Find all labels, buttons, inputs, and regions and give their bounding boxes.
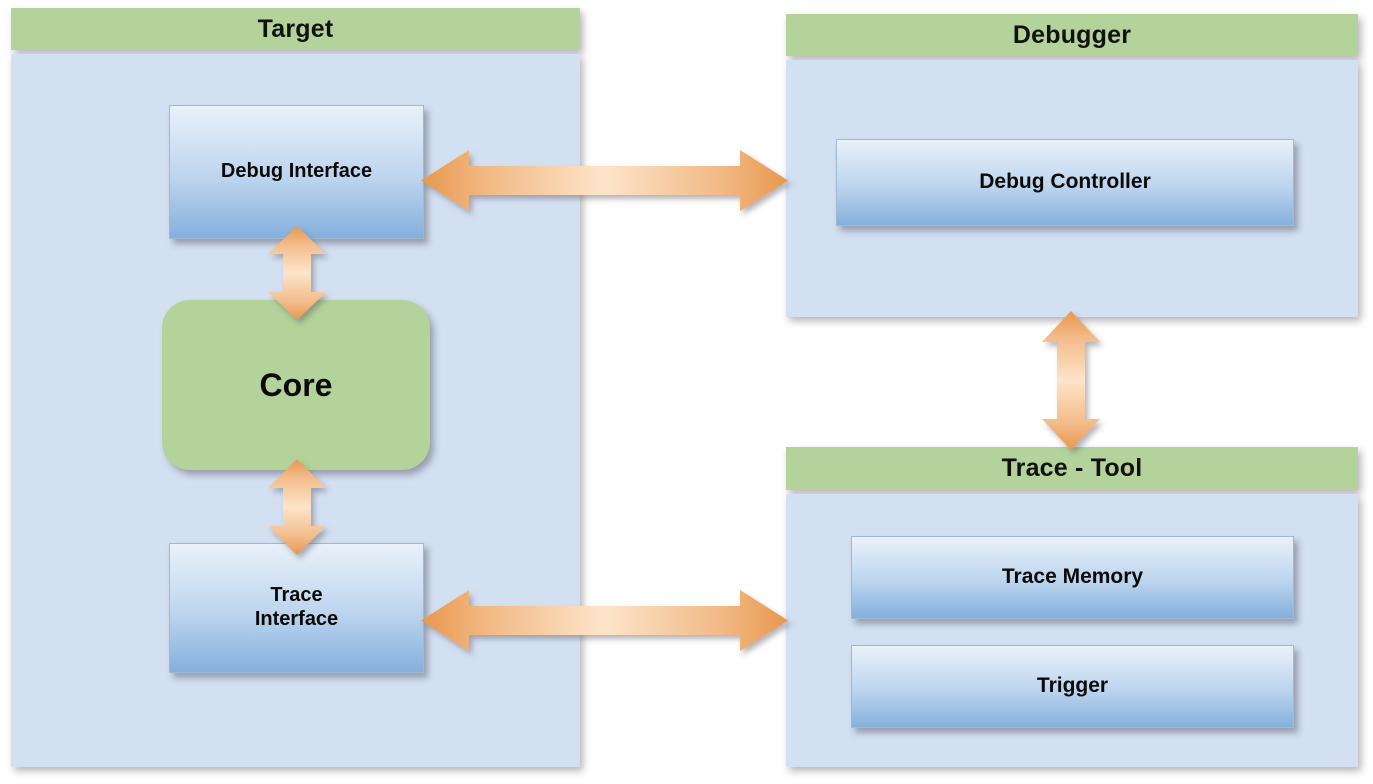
arrow-debug-interface-core[interactable] [266,226,328,320]
panel-debugger-header: Debugger [786,14,1358,56]
panel-trace-tool-header: Trace - Tool [786,447,1358,490]
double-arrow-vertical-icon [268,459,326,555]
node-core-label: Core [259,366,333,403]
arrow-debug-interface-debug-controller[interactable] [421,148,788,213]
panel-debugger-title: Debugger [1012,20,1132,49]
double-arrow-horizontal-icon [421,590,788,651]
node-trace-interface-label-line2: Interface [254,608,339,630]
node-debug-controller[interactable]: Debug Controller [836,139,1294,226]
node-trace-memory-label: Trace Memory [1001,565,1144,589]
node-trigger-label: Trigger [1036,674,1109,698]
double-arrow-vertical-icon [268,226,326,320]
node-core[interactable]: Core [162,300,430,470]
node-debug-interface-label: Debug Interface [220,160,373,183]
panel-target-header: Target [11,8,580,50]
panel-trace-tool-title: Trace - Tool [1001,454,1143,482]
node-trace-memory[interactable]: Trace Memory [851,536,1294,619]
arrow-trace-interface-trace-tool[interactable] [421,588,788,653]
panel-target-title: Target [257,14,334,43]
node-debug-controller-label: Debug Controller [979,170,1151,194]
double-arrow-vertical-icon [1042,311,1100,450]
node-trace-interface-label-line1: Trace [270,584,323,607]
arrow-core-trace-interface[interactable] [266,459,328,555]
arrow-debugger-trace-tool[interactable] [1040,311,1102,450]
node-trace-interface[interactable]: Trace Interface [169,543,424,673]
node-debug-interface[interactable]: Debug Interface [169,105,424,239]
node-trigger[interactable]: Trigger [851,645,1294,728]
double-arrow-horizontal-icon [421,150,788,211]
